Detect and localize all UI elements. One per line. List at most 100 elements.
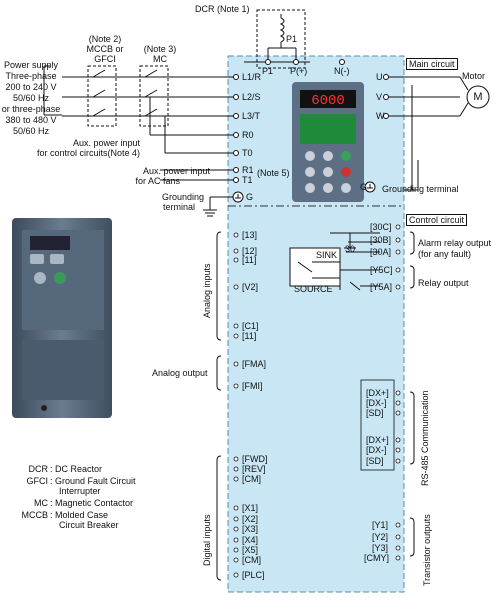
keypad-display: 6000 [292,82,364,202]
terminal-dot [395,555,401,561]
terminal-dot [395,458,401,464]
terminal-dot [233,557,239,563]
right-brackets [216,231,415,581]
terminal-dot [233,572,239,578]
terminal-dot [395,522,401,528]
term-g2: G [360,182,368,192]
terminal-dot [233,466,239,472]
mccb-switches [87,65,117,127]
ps-6: 380 to 480 V [5,115,57,125]
analog-13: [13] [242,230,258,240]
terminal-dot [395,400,401,406]
legend-gfci-desc: : Ground Fault Circuit [50,476,136,486]
dig-x1: [X1] [242,503,259,513]
terminal-dot [233,476,239,482]
legend-mccb-desc2: Circuit Breaker [59,520,119,530]
alarm-30c: [30C] [370,222,392,232]
main-circuit-label: Main circuit [406,58,458,70]
terminal-dot [395,237,401,243]
term-nminus: N(-) [334,66,350,76]
digital-inputs-title: Digital inputs [202,514,212,566]
analog-output-title: Analog output [152,368,208,378]
terminal-dot [395,410,401,416]
motor-label: Motor [462,71,486,81]
analog-c1: [C1] [242,321,259,331]
relay-y5c: [Y5C] [370,265,393,275]
aux-fans-2: for AC fans [135,176,180,186]
alarm-30b: [30B] [370,235,392,245]
ps-3: 200 to 240 V [5,82,57,92]
term-g: G [246,192,254,202]
term-l2s: L2/S [242,92,261,102]
terminal-dot [233,361,239,367]
aux-control-1: Aux. power input [72,138,140,148]
dig-fwd: [FWD] [242,454,268,464]
note2-line2: MCCB or [86,44,124,54]
analog-11a: [11] [242,255,257,265]
analog-12: [12] [242,246,258,256]
analog-fmi: [FMI] [242,381,263,391]
terminal-dot [233,456,239,462]
legend-gfci-abbr: GFCI [26,476,49,486]
ground-right-label: Grounding terminal [382,184,459,194]
rs485-box [360,379,395,471]
analog-fma: [FMA] [242,359,266,369]
aux-fans-1: Aux. power input [142,166,210,176]
terminal-dot [395,249,401,255]
alarm-30: 30 [345,244,356,254]
term-u: U [376,72,383,82]
ps-4: 50/60 Hz [12,93,50,103]
terminal-dot [233,284,239,290]
mc-switches [139,65,169,127]
relay-y5a: [Y5A] [370,282,393,292]
ps-1: Power supply [3,60,59,70]
term-p1: P1 [262,66,274,76]
alarm-30a: [30A] [370,247,392,257]
terminal-dot [395,437,401,443]
relay-label: Relay output [418,278,469,288]
sink-label: SINK [316,250,338,260]
motor-circle [466,85,490,109]
power-lines [43,65,234,217]
ground-left-2: terminal [162,202,195,212]
legend-gfci-desc2: Interrupter [59,486,101,496]
rs485-title: RS-485 Communication [420,390,430,486]
tr-cmy: [CMY] [364,553,390,563]
rs-dxp1: [DX+] [366,388,389,398]
term-l3t: L3/T [242,111,261,121]
terminal-dot [395,447,401,453]
motor-lines [388,76,490,191]
dig-x4: [X4] [242,535,259,545]
note2-line1: (Note 2) [88,34,122,44]
terminal-dot [233,333,239,339]
sink-source-switch [289,247,341,287]
terminal-dot [233,547,239,553]
legend-dcr-abbr: DCR [28,464,49,474]
rs-dxp2: [DX+] [366,435,389,445]
control-circuit-label: Control circuit [406,214,468,226]
dig-x2: [X2] [242,514,259,524]
dig-x5: [X5] [242,545,259,555]
term-r1: R1 [242,165,254,175]
dig-cm2: [CM] [242,555,261,565]
dcr-label: DCR (Note 1) [195,4,250,14]
ground-symbols [232,181,376,203]
terminal-dot [233,323,239,329]
inverter-photo [12,218,112,418]
ps-2: Three-phase [5,71,57,81]
term-t0: T0 [242,148,253,158]
alarm-relay [330,232,380,291]
note3-line2: MC [153,54,167,64]
terminal-dot [233,257,239,263]
term-l1r: L1/R [242,72,262,82]
terminal-dot [395,390,401,396]
dig-rev: [REV] [242,464,266,474]
term-pplus: P(+) [290,66,308,76]
terminal-dot [233,383,239,389]
terminal-dot [395,224,401,230]
ground-left-1: Grounding [161,192,204,202]
tr-y3: [Y3] [372,543,389,553]
tr-y2: [Y2] [372,532,389,542]
term-p1-top: P1 [286,34,298,44]
terminal-dot [395,534,401,540]
